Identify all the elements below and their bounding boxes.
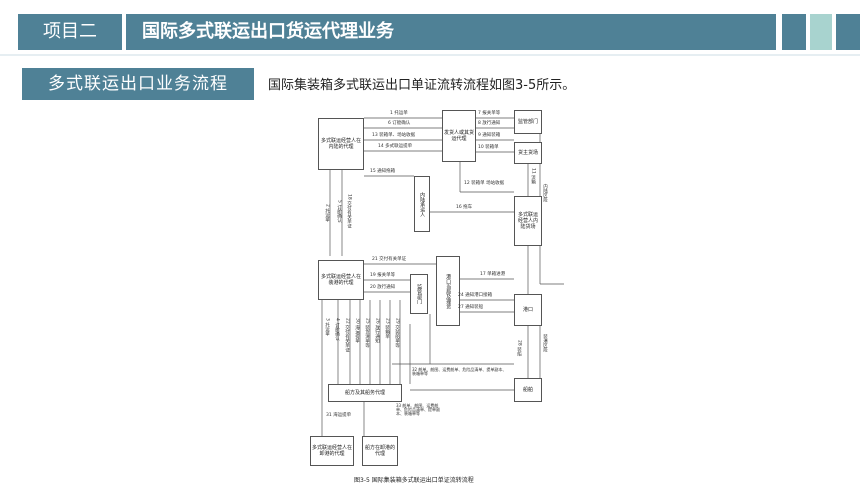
box-customs-top: 监管部门 [514, 110, 542, 134]
box-shipper: 发货人或其货运代理 [442, 110, 476, 162]
page-title: 国际多式联运出口货运代理业务 [126, 14, 776, 50]
label-28: 28 装船 [516, 340, 522, 357]
project-tag: 项目二 [18, 14, 122, 50]
label-9: 9 通知装箱 [478, 133, 501, 138]
box-ship-agent-discharge: 船方在卸港的代理 [362, 436, 398, 466]
label-29: 29 交装船单等 [394, 318, 400, 348]
box-mto-inland: 多式联运经营人在内陆的代理 [318, 118, 364, 170]
label-12: 12 装箱单 场站收据 [464, 181, 505, 186]
label-10: 10 装箱单 [478, 145, 499, 150]
label-17: 17 单箱进港 [480, 272, 506, 277]
label-16: 16 拖车 [456, 205, 473, 210]
label-24: 24 通知港口接箱 [458, 293, 493, 298]
label-15: 15 通知拖箱 [370, 169, 396, 174]
label-19: 19 报关单等 [370, 273, 396, 278]
label-31: 31 海运提单 [326, 413, 352, 418]
label-20: 20 放行通知 [370, 285, 396, 290]
label-inland-section: 内陆区段 [542, 184, 548, 202]
label-13: 13 装箱单、场站收据 [372, 133, 416, 138]
label-23: 23 装箱单 [384, 318, 390, 339]
box-shipper-yard: 货主货场 [514, 142, 542, 164]
label-25: 25 装货清单等 [364, 318, 370, 348]
box-customs-mid: 监管部门 [410, 274, 428, 314]
label-18: 18 交付有关单证 [346, 194, 352, 229]
label-2: 2 托运单 [324, 204, 330, 222]
box-mto-discharge: 多式联运经营人在卸港的代理 [310, 436, 354, 466]
box-port-authority: 港口当局及理货 [436, 256, 460, 326]
label-27: 27 通知装船 [458, 305, 484, 310]
label-33: 33 舱单、舱图、运费舱单、危险品清单、提单副本、装箱单等 [396, 403, 440, 416]
label-14: 14 多式联运提单 [378, 144, 413, 149]
box-port: 港口 [514, 294, 542, 326]
label-32: 32 舱单、舱图、运费舱单、危险品清单、提单副本、装箱单等 [412, 367, 507, 376]
diagram-lines [321, 112, 564, 442]
box-mto-yard: 多式联运经营人内陆货场 [514, 196, 542, 246]
header-divider [0, 54, 860, 56]
label-22: 22 交付有关单证 [344, 318, 350, 353]
label-11: 11 流箱 [530, 168, 536, 185]
section-label: 多式联运出口业务流程 [22, 68, 254, 100]
label-4: 4 订舱确认 [334, 318, 340, 341]
box-inland-carrier: 内陆承运人 [414, 176, 430, 232]
diagram-caption: 图3-5 国际集装箱多式联运出口单证流转流程 [354, 477, 474, 484]
box-ship: 船舶 [514, 378, 542, 402]
flow-diagram: 多式联运经营人在内陆的代理 发货人或其货运代理 监管部门 货主货场 内陆承运人 … [300, 104, 564, 484]
label-3: 3 托运单 [324, 318, 330, 336]
label-26: 26 放行通知 [374, 318, 380, 344]
label-8: 8 放行通知 [478, 121, 501, 126]
label-6: 6 订舱确认 [388, 121, 411, 126]
label-21: 21 交付有关单证 [372, 257, 407, 262]
box-ship-agent: 船方及其船务代理 [328, 384, 402, 402]
decor-block [810, 14, 832, 50]
label-7: 7 报关单等 [478, 111, 501, 116]
label-5: 5 订舱确认 [336, 200, 342, 223]
label-30: 30 海运提单 [354, 318, 360, 344]
label-port-section: 装港区段 [542, 334, 548, 352]
label-1: 1 托运单 [390, 111, 408, 116]
intro-text: 国际集装箱多式联运出口单证流转流程如图3-5所示。 [268, 78, 576, 93]
header-bar: 项目二 国际多式联运出口货运代理业务 [0, 0, 860, 56]
box-mto-port: 多式联运经营人在装港的代理 [318, 260, 364, 300]
decor-block [782, 14, 806, 50]
decor-block [836, 14, 860, 50]
